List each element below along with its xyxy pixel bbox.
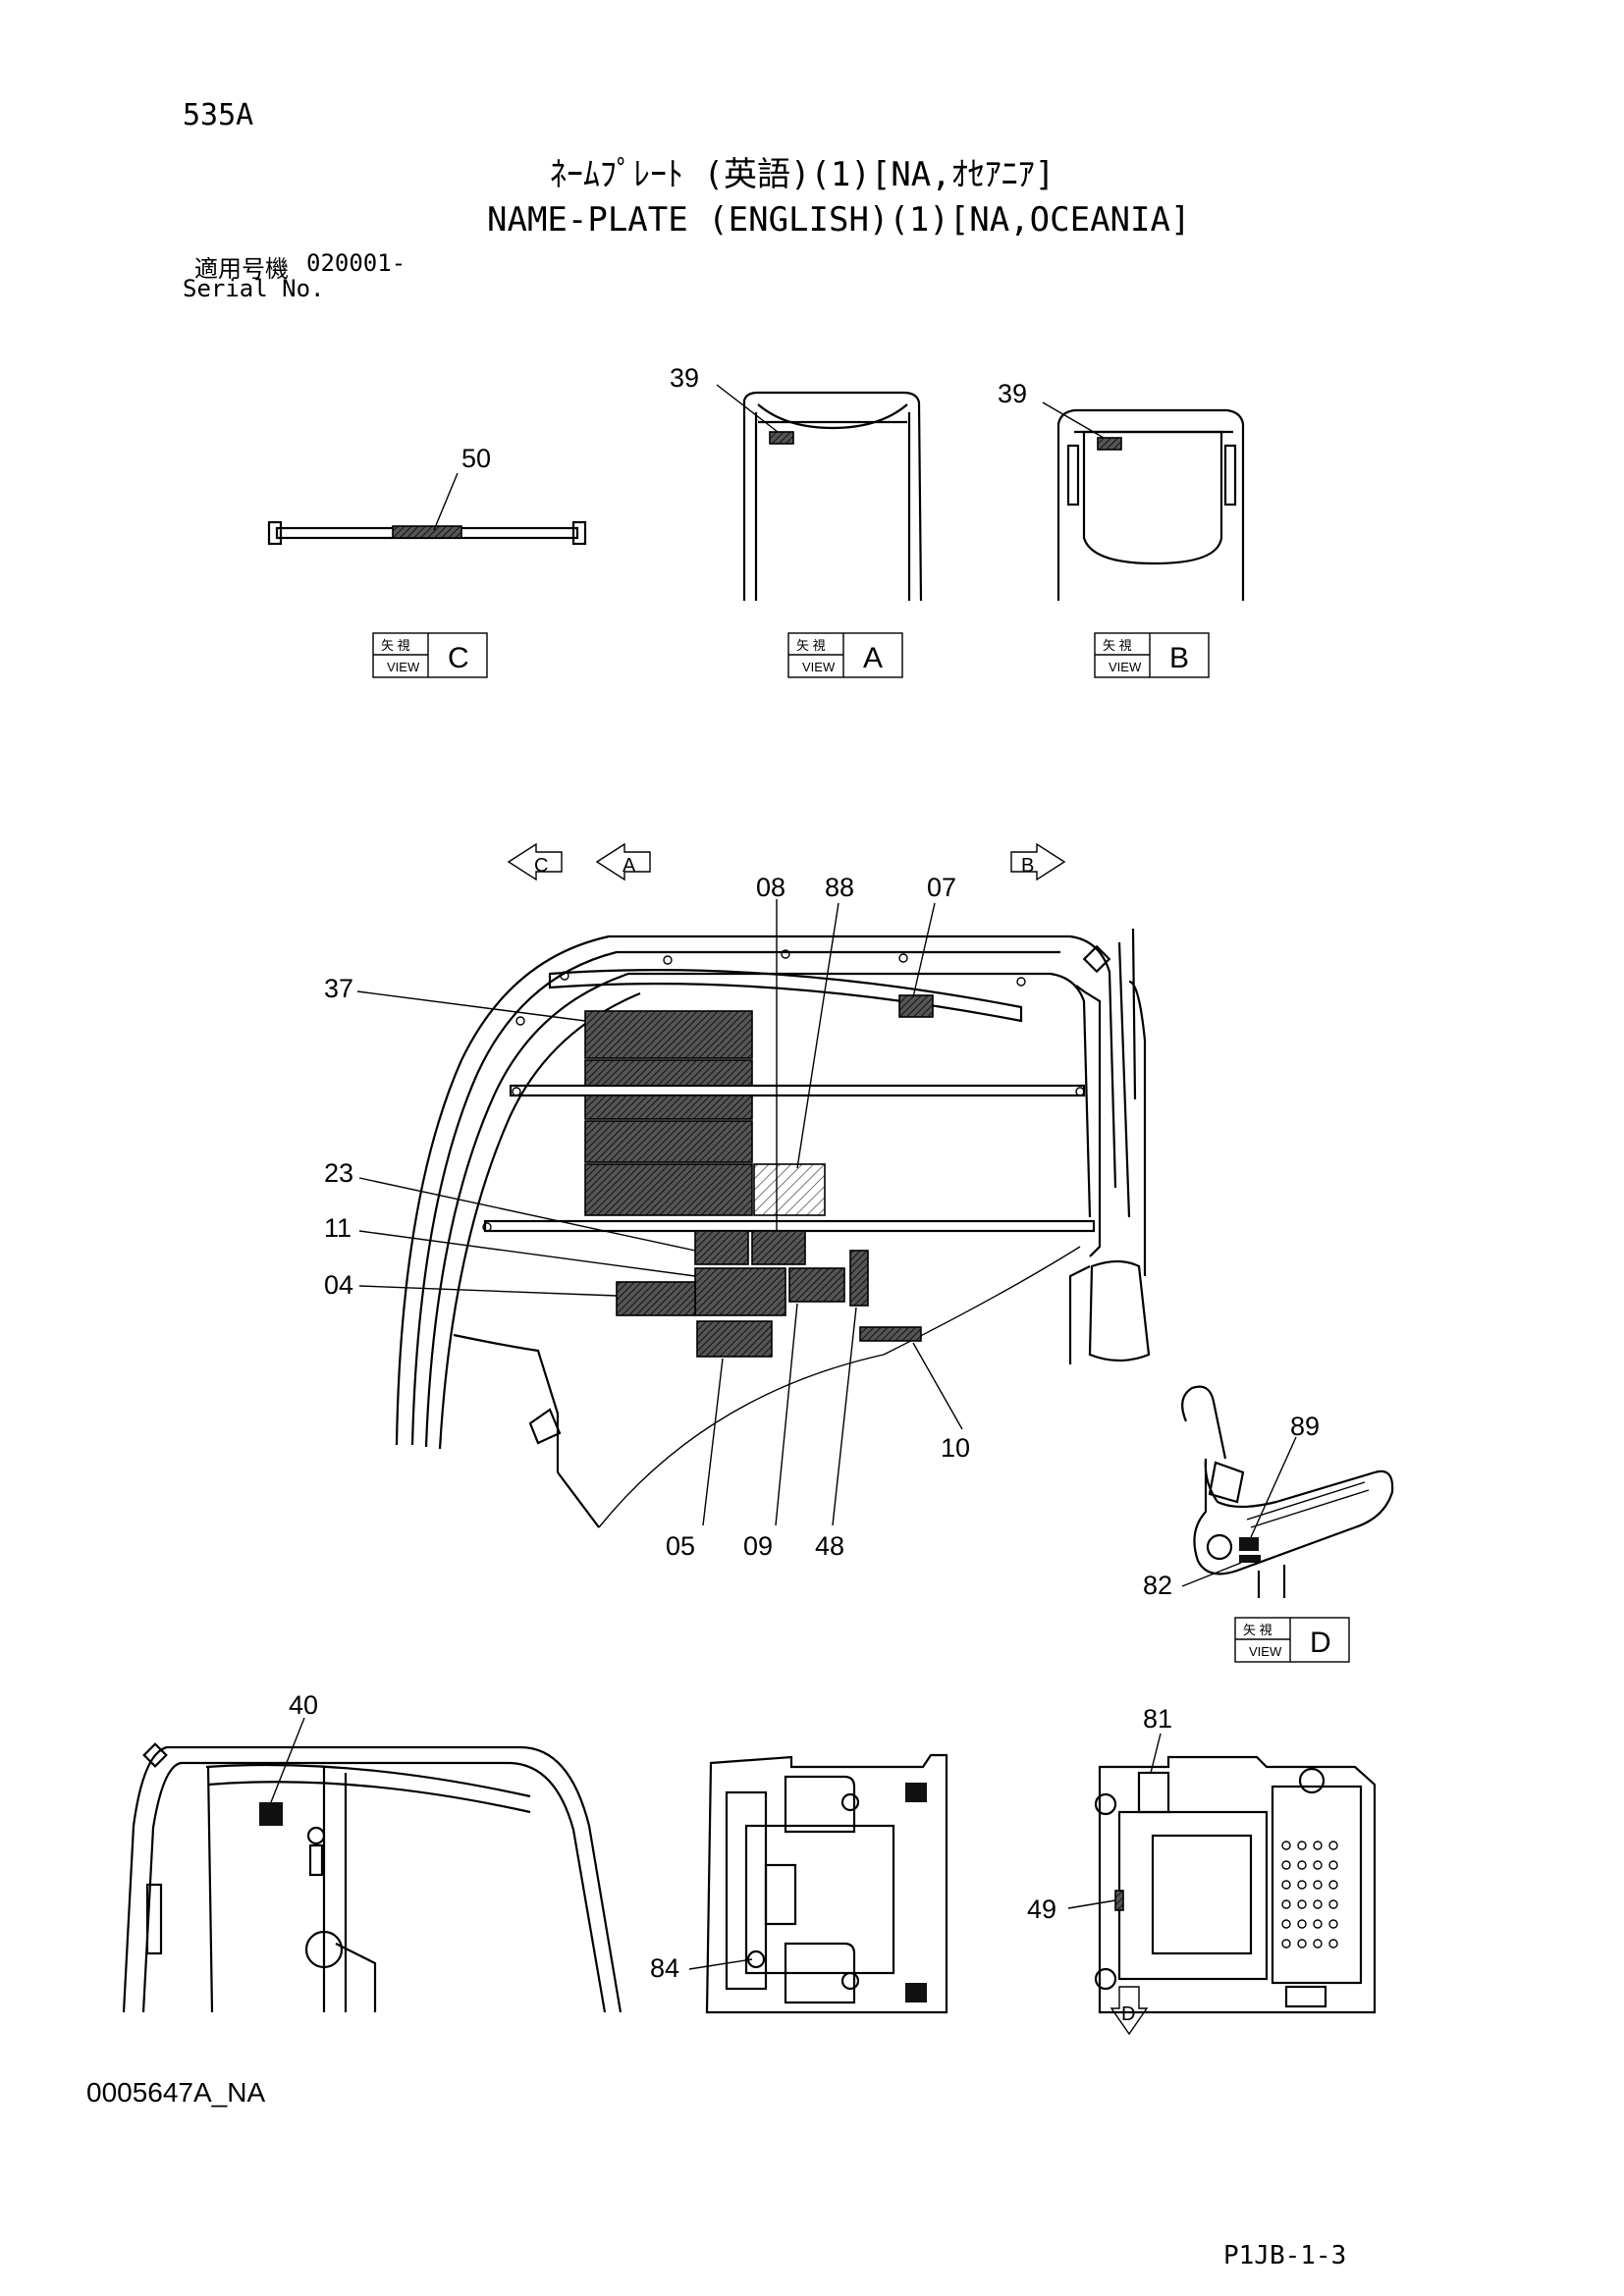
label-40: 40	[289, 1690, 318, 1720]
label-39-view-a: 39	[670, 363, 699, 393]
plate-48	[849, 1250, 869, 1307]
label-88: 88	[825, 873, 854, 902]
plate-40	[259, 1802, 283, 1826]
label-07: 07	[927, 873, 956, 902]
label-48: 48	[815, 1531, 844, 1561]
plate-37-1	[584, 1010, 753, 1059]
svg-text:矢 視: 矢 視	[1103, 638, 1132, 653]
label-39-view-b: 39	[998, 379, 1027, 408]
plate-04	[616, 1281, 696, 1316]
view-a-drawing: 39	[670, 363, 923, 602]
label-23: 23	[324, 1158, 353, 1188]
bottom-right-console-drawing: 81 49	[1027, 1704, 1377, 2014]
view-letter-c: C	[448, 642, 469, 674]
label-82: 82	[1143, 1571, 1172, 1600]
plate-50	[392, 525, 462, 539]
plate-09	[788, 1267, 845, 1303]
main-cab-drawing: 08 88 07 37 23 11 04 05 09 48 10	[324, 873, 1151, 1561]
plate-37-4	[584, 1120, 753, 1163]
svg-text:C: C	[534, 855, 548, 877]
bottom-middle-console-drawing: 84	[650, 1753, 948, 2014]
label-10: 10	[941, 1433, 970, 1463]
svg-text:VIEW: VIEW	[1109, 660, 1142, 674]
view-box-a: 矢 視 VIEW A	[787, 632, 903, 678]
view-box-c: 矢 視 VIEW C	[372, 632, 488, 678]
title-japanese: ﾈｰﾑﾌﾟﾚｰﾄ (英語)(1)[NA,ｵｾｱﾆｱ]	[550, 155, 1056, 194]
view-d-joystick-drawing: 89 82	[1143, 1385, 1394, 1600]
plate-37-2	[584, 1059, 753, 1087]
label-50: 50	[461, 444, 491, 473]
page-reference: P1JB-1-3	[1223, 2241, 1347, 2270]
label-84: 84	[650, 1953, 679, 1983]
direction-arrow-d: D	[1110, 1986, 1149, 2036]
label-11: 11	[324, 1213, 352, 1243]
svg-text:VIEW: VIEW	[802, 660, 836, 674]
plate-39-view-a	[769, 431, 794, 445]
plate-08	[751, 1230, 806, 1265]
serial-label-japanese: 適用号機	[194, 255, 289, 283]
plate-88	[753, 1163, 826, 1216]
plate-82	[1239, 1555, 1261, 1563]
bottom-left-cab-drawing: 40	[122, 1690, 623, 2013]
label-04: 04	[324, 1270, 353, 1300]
serial-label-english: Serial No.	[183, 275, 325, 302]
plate-05	[696, 1320, 773, 1358]
plate-07	[898, 994, 934, 1018]
view-box-b: 矢 視 VIEW B	[1094, 632, 1210, 678]
label-81: 81	[1143, 1704, 1172, 1734]
svg-text:矢 視: 矢 視	[381, 638, 410, 653]
view-c-drawing: 50	[267, 444, 587, 546]
label-09: 09	[743, 1531, 773, 1561]
section-code: 535A	[183, 98, 254, 133]
plate-37-5	[584, 1163, 753, 1216]
label-08: 08	[756, 873, 785, 902]
plate-11	[694, 1267, 786, 1316]
label-37: 37	[324, 974, 353, 1003]
direction-arrow-b: B	[1010, 842, 1066, 881]
label-49: 49	[1027, 1895, 1056, 1924]
direction-arrow-a: A	[595, 842, 651, 881]
plate-37-3	[584, 1095, 753, 1120]
title-english: NAME-PLATE (ENGLISH)(1)[NA,OCEANIA]	[487, 200, 1191, 240]
plate-10	[859, 1326, 922, 1342]
view-letter-a: A	[863, 642, 883, 674]
view-b-drawing: 39	[998, 379, 1245, 601]
view-letter-b: B	[1169, 642, 1189, 674]
drawing-id: 0005647A_NA	[86, 2077, 266, 2108]
svg-text:矢 視: 矢 視	[796, 638, 826, 653]
label-89: 89	[1290, 1412, 1320, 1441]
svg-text:VIEW: VIEW	[387, 660, 420, 674]
plate-39-view-b	[1097, 437, 1122, 451]
plate-89	[1239, 1537, 1259, 1551]
plate-23	[694, 1230, 749, 1265]
svg-text:B: B	[1021, 855, 1034, 877]
svg-text:矢 視: 矢 視	[1243, 1623, 1272, 1637]
direction-arrow-c: C	[507, 842, 563, 881]
view-letter-d: D	[1310, 1627, 1331, 1659]
svg-text:A: A	[623, 855, 636, 877]
svg-text:D: D	[1121, 2003, 1135, 2025]
label-05: 05	[666, 1531, 695, 1561]
svg-text:VIEW: VIEW	[1249, 1644, 1282, 1659]
view-box-d: 矢 視 VIEW D	[1234, 1617, 1350, 1663]
serial-number: 020001-	[306, 249, 406, 277]
plate-49	[1114, 1890, 1124, 1911]
